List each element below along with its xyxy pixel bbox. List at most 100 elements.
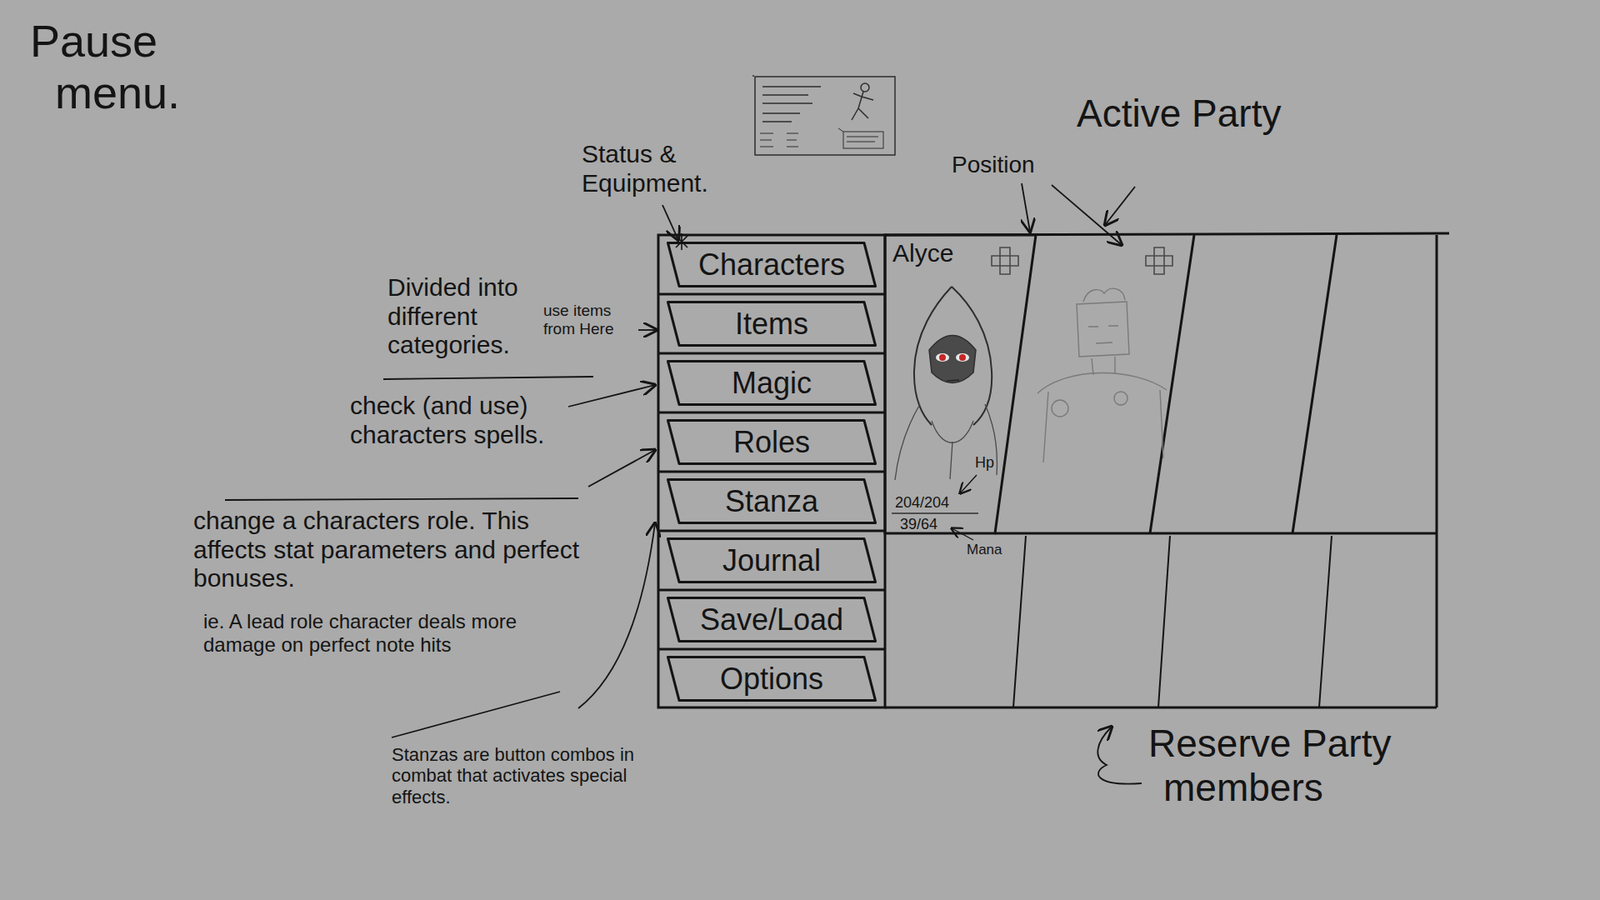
annotation-note: ie. A lead role character deals more dam… (203, 610, 537, 656)
menu-button-label: Journal (722, 544, 821, 578)
separator-line (225, 498, 579, 500)
menu-column (658, 235, 885, 708)
party-frame (885, 233, 1450, 708)
curly-arrow (1097, 726, 1142, 785)
leader-arrow (662, 205, 679, 240)
red-eye (939, 354, 946, 361)
annotation-note: Divided into different categories. (387, 273, 542, 360)
menu-button-label: Roles (733, 425, 810, 460)
button-label-holder: Roles (666, 419, 877, 465)
status-thumbnail (753, 75, 895, 155)
menu-row-lines (658, 294, 885, 650)
sketch-character (1037, 288, 1167, 463)
menu-button-label: Stanza (725, 485, 819, 519)
separator-line (383, 376, 594, 380)
shoulder-circle (1114, 391, 1128, 405)
page-title: Pause menu. (30, 15, 222, 119)
leader-arrow (638, 329, 657, 331)
position-cross (1145, 247, 1173, 275)
button-label-holder: Characters (666, 241, 877, 288)
thumbnail-lines (753, 75, 821, 122)
button-label-holder: Stanza (666, 478, 877, 525)
section-heading: Active Party (1076, 91, 1315, 136)
face-shadow (929, 335, 976, 384)
annotation-note: check (and use) characters spells. (350, 391, 559, 450)
menu-button-label: Options (720, 662, 824, 696)
party-divider (995, 532, 1437, 535)
position-cross (991, 247, 1019, 275)
reserve-slot-dividers (1013, 535, 1332, 708)
thumbnail-box (843, 131, 884, 149)
menu-button: Journal (666, 537, 877, 584)
eye-white (935, 353, 950, 362)
separator-line (391, 691, 560, 738)
thumbnail-scribbles (838, 128, 879, 142)
mana-value: 39/64 (900, 516, 938, 534)
button-shape (668, 302, 876, 346)
hooded-character (895, 286, 997, 480)
thumbnail-scribbles (760, 133, 799, 147)
face-lines (1088, 325, 1119, 344)
party-bottom-line (885, 706, 1437, 710)
leader-arrow (578, 523, 655, 709)
menu-button: Magic (666, 360, 877, 406)
body-lines (1037, 356, 1167, 463)
button-label-holder: Options (666, 655, 877, 702)
section-heading: Reserve Party members (1148, 721, 1472, 810)
button-label-holder: Magic (666, 360, 877, 406)
annotation-note: Stanzas are button combos in combat that… (391, 744, 642, 808)
stat-tag: Mana (966, 541, 1017, 559)
menu-button: Items (666, 300, 877, 347)
party-slot-card: Alyce 204/204 39/64 (885, 235, 1040, 534)
menu-button-label: Save/Load (700, 603, 844, 637)
button-label-holder: Journal (666, 537, 877, 584)
menu-button-label: Items (735, 307, 809, 341)
mouth (946, 380, 960, 381)
annotation-note: Position (951, 151, 1060, 179)
character-name: Alyce (892, 239, 954, 267)
button-shape (668, 657, 876, 701)
figure-head (860, 83, 870, 92)
button-shape (668, 598, 876, 642)
leader-arrow (1051, 185, 1122, 245)
button-label-holder: Save/Load (666, 596, 877, 643)
hood-outline (914, 286, 992, 425)
annotation-note: change a characters role. This affects s… (193, 506, 594, 594)
menu-button: Stanza (666, 478, 877, 525)
annotation-note: use items from Here (543, 301, 635, 339)
leader-lines (225, 183, 1142, 785)
stat-underline (891, 512, 979, 515)
thumbnail-frame (755, 76, 895, 155)
button-shape (668, 539, 876, 583)
hp-value: 204/204 (895, 495, 950, 512)
party-right-border (1435, 235, 1439, 708)
menu-frame (658, 235, 885, 708)
button-shape (668, 480, 876, 524)
button-shape (668, 420, 876, 465)
menu-button-label: Magic (731, 366, 812, 400)
leader-arrow (1105, 186, 1135, 225)
button-shape (668, 243, 876, 287)
leader-arrow (588, 450, 655, 487)
square-head (1076, 301, 1130, 357)
menu-button: Roles (666, 419, 877, 465)
position-icons (991, 247, 1173, 275)
active-slot-dividers (1150, 235, 1337, 534)
card-outline (885, 235, 1040, 534)
menu-button: Characters (666, 241, 877, 288)
button-label-holder: Items (666, 300, 877, 347)
card-shape (885, 235, 1036, 534)
shoulder-circle (1051, 400, 1069, 417)
leader-arrow (568, 385, 655, 407)
leader-arrow (1021, 183, 1030, 232)
eye-white (955, 353, 970, 362)
annotation-note: Status & Equipment. (581, 140, 753, 198)
menu-button: Options (666, 655, 877, 702)
red-eye (959, 354, 966, 361)
menu-button-label: Characters (698, 248, 845, 282)
stat-tag: Hp (975, 454, 1009, 472)
stick-figure (851, 91, 874, 120)
menu-button: Save/Load (666, 596, 877, 643)
button-shape (668, 361, 876, 405)
